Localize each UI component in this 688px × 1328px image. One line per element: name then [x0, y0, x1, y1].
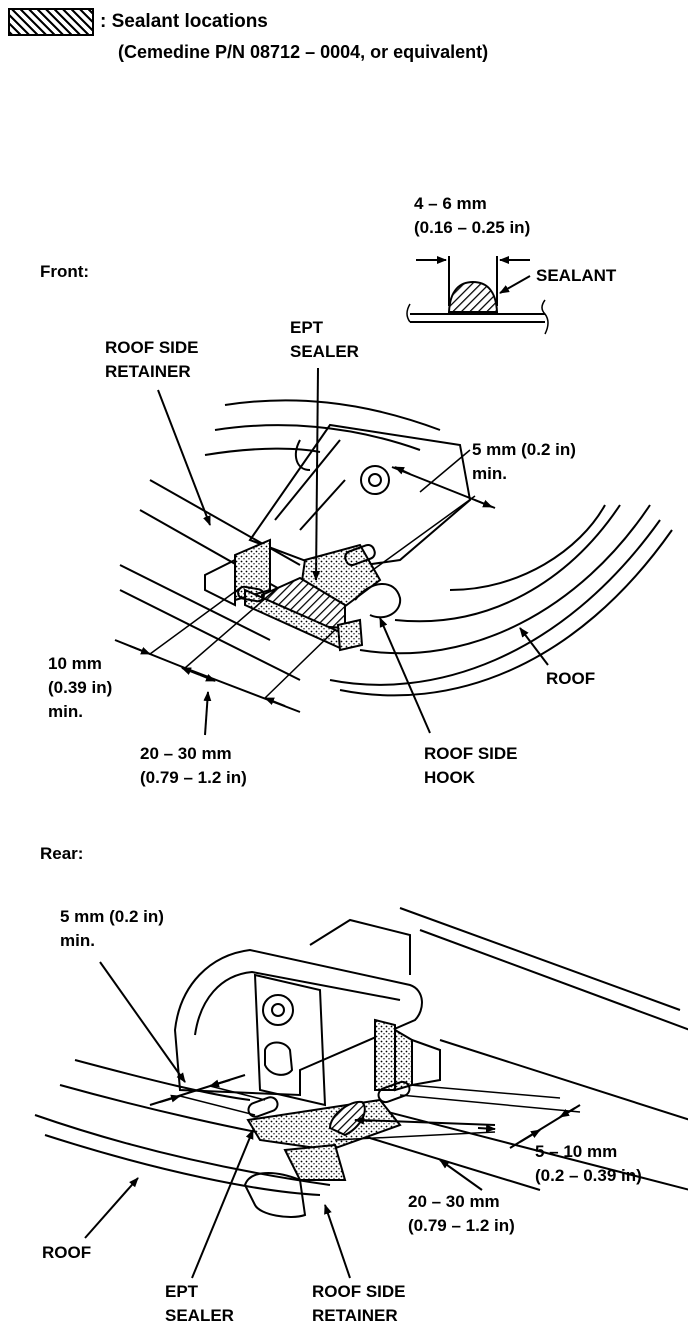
front-heading: Front: — [40, 262, 90, 281]
front-roof-side-hook-label: ROOF SIDE HOOK — [424, 744, 518, 787]
sealant-detail-diagram — [406, 256, 549, 335]
legend-note: (Cemedine P/N 08712 – 0004, or equivalen… — [118, 42, 489, 62]
front-roof-label: ROOF — [546, 669, 596, 688]
rear-heading: Rear: — [40, 844, 84, 863]
front-range-20-30-label: 20 – 30 mm (0.79 – 1.2 in) — [140, 744, 247, 787]
rear-min-5mm-label: 5 mm (0.2 in) min. — [60, 907, 164, 950]
rear-range-5-10-label: 5 – 10 mm (0.2 – 0.39 in) — [535, 1142, 642, 1185]
front-min-5mm-label: 5 mm (0.2 in) min. — [472, 440, 576, 483]
front-roof-side-retainer-label: ROOF SIDE RETAINER — [105, 338, 199, 381]
rear-range-20-30-label: 20 – 30 mm (0.79 – 1.2 in) — [408, 1192, 515, 1235]
legend-title: : Sealant locations — [100, 11, 268, 32]
detail-width-label: 4 – 6 mm (0.16 – 0.25 in) — [414, 192, 530, 240]
rear-roof-label: ROOF — [42, 1243, 92, 1262]
detail-width-line2: (0.16 – 0.25 in) — [414, 218, 531, 237]
detail-sealant-label: SEALANT — [536, 266, 617, 285]
front-min-10mm-label: 10 mm (0.39 in) min. — [48, 654, 113, 721]
detail-width-line1: 4 – 6 mm — [414, 194, 487, 213]
front-ept-sealer-label: EPT SEALER — [290, 318, 359, 361]
rear-assembly-drawing — [34, 907, 688, 1279]
rear-ept-sealer-label: EPT SEALER — [165, 1282, 234, 1325]
sealant-legend-swatch — [8, 8, 94, 36]
front-assembly-drawing — [114, 367, 673, 736]
rear-roof-side-retainer-label: ROOF SIDE RETAINER — [312, 1282, 406, 1325]
